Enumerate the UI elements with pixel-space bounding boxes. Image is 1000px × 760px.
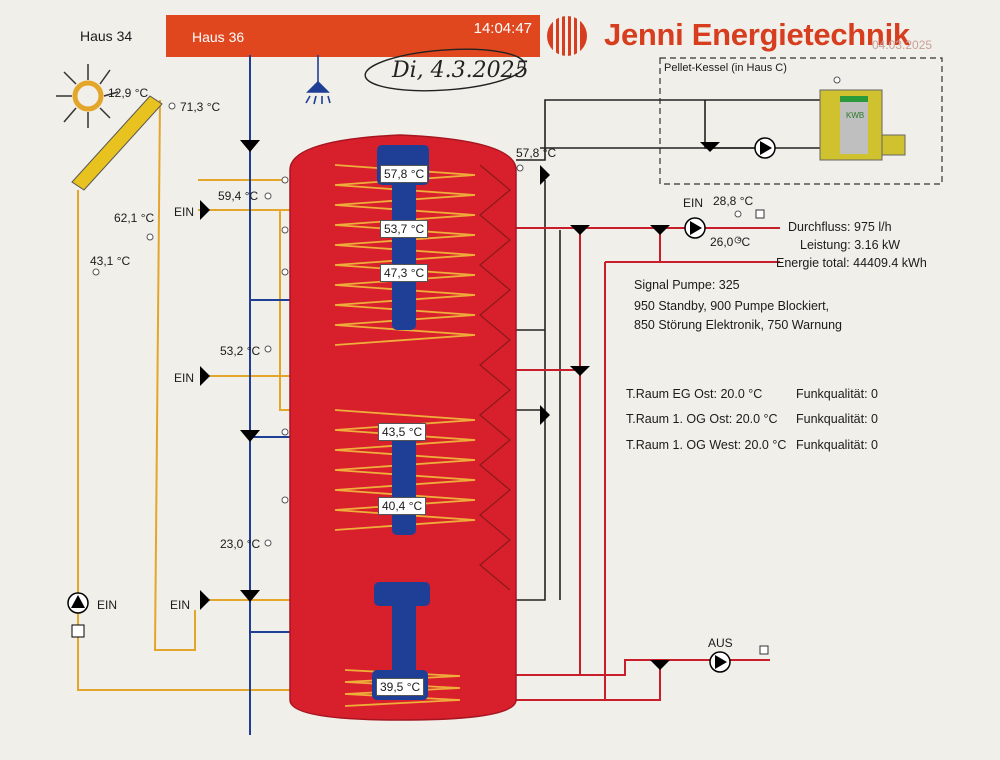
sensor-box-icon: [71, 624, 85, 638]
collector-temp: 12,9 °C: [108, 86, 149, 100]
room-og-ost-quality: Funkqualität: 0: [796, 412, 878, 426]
flow-rate: Durchfluss: 975 l/h: [788, 220, 892, 234]
red-pipes: [516, 227, 780, 701]
pump-icon-solar: [67, 592, 89, 614]
valve-lower-status: EIN: [170, 598, 191, 612]
tab-haus-34[interactable]: Haus 34: [80, 28, 133, 44]
tank-temp-5: 40,4 °C: [378, 497, 427, 515]
valve-icons: [200, 140, 720, 670]
pump-signal-line1: 950 Standby, 900 Pumpe Blockiert,: [634, 299, 830, 313]
pellet-boiler-icon: KWB: [819, 89, 906, 161]
pump-signal-title: Signal Pumpe: 325: [634, 278, 740, 292]
clock: 14:04:47: [473, 20, 532, 37]
pump-signal-line2: 850 Störung Elektronik, 750 Warnung: [634, 318, 842, 332]
svg-text:KWB: KWB: [846, 111, 864, 120]
tank-temp-4: 43,5 °C: [378, 423, 427, 441]
collector-out-temp: 71,3 °C: [180, 100, 221, 114]
tank-temp-1: 57,8 °C: [380, 165, 429, 183]
solar-collector-icon: [56, 64, 163, 191]
hot-water-out-temp: 57,8 °C: [516, 146, 557, 160]
valve-middle-status: EIN: [174, 371, 195, 385]
valve-middle-temp: 53,2 °C: [220, 344, 261, 358]
tank-temp-6: 39,5 °C: [376, 678, 425, 696]
heating-pump-status: EIN: [683, 196, 704, 210]
pump-icon-boiler: [754, 137, 776, 159]
tank-temp-3: 47,3 °C: [380, 264, 429, 282]
brand-date: 04.03.2025: [872, 38, 933, 52]
room-eg-ost-quality: Funkqualität: 0: [796, 387, 878, 401]
room-eg-ost: T.Raum EG Ost: 20.0 °C: [626, 387, 763, 401]
solar-pump-status: EIN: [97, 598, 118, 612]
lower-pump-status: AUS: [708, 636, 733, 650]
dark-pipes: [516, 99, 830, 601]
solar-loop: [77, 99, 300, 691]
room-og-west: T.Raum 1. OG West: 20.0 °C: [626, 438, 787, 452]
power: Leistung: 3.16 kW: [800, 238, 901, 252]
heating-return-temp: 26,0 °C: [710, 235, 751, 249]
room-og-west-quality: Funkqualität: 0: [796, 438, 878, 452]
valve-upper-status: EIN: [174, 205, 195, 219]
tank-temp-2: 53,7 °C: [380, 220, 429, 238]
brand-name: Jenni Energietechnik: [604, 17, 910, 52]
pump-icon-heating: [684, 217, 706, 239]
boiler-title: Pellet-Kessel (in Haus C): [664, 62, 787, 74]
solar-return-temp: 43,1 °C: [90, 254, 131, 268]
sensor-dots: [92, 76, 841, 547]
solar-supply-temp: 62,1 °C: [114, 211, 155, 225]
valve-lower-temp: 23,0 °C: [220, 537, 261, 551]
brand-logo-icon: [547, 15, 587, 57]
valve-upper-temp: 59,4 °C: [218, 189, 259, 203]
tab-haus-36-label: Haus 36: [192, 29, 245, 45]
sensor-square-lower: [759, 645, 769, 655]
energy-total: Energie total: 44409.4 kWh: [776, 256, 927, 270]
shower-icon: [305, 55, 331, 105]
heating-flow-temp: 28,8 °C: [713, 194, 754, 208]
room-og-ost: T.Raum 1. OG Ost: 20.0 °C: [626, 412, 778, 426]
pump-icon-lower: [709, 651, 731, 673]
sensor-square: [755, 209, 765, 219]
handwritten-oval: [364, 48, 526, 92]
boiler-frame: [659, 57, 943, 185]
